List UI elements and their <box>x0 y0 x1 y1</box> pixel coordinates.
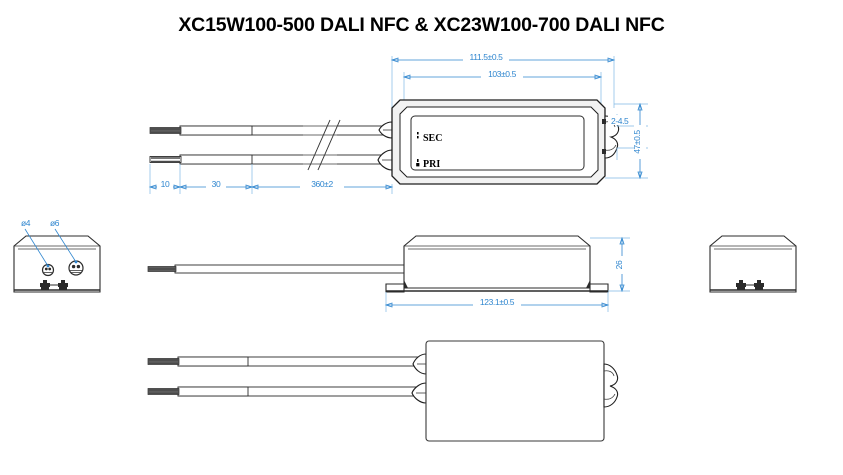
sec-terminal-marker: SEC <box>417 132 442 144</box>
top-view-left-strain-reliefs <box>377 121 393 171</box>
right-end-mounting-feet <box>710 280 796 291</box>
dim-height: 26 <box>590 236 630 293</box>
left-end-view: ø4 ø6 <box>13 218 101 293</box>
side-view-wire <box>147 264 408 274</box>
wire-cross-sections <box>41 260 84 277</box>
dim-label-mounting-hole: 2-4.5 <box>611 116 629 126</box>
pri-label: PRI <box>423 159 440 170</box>
pri-terminal-marker: PRI <box>416 159 440 170</box>
bottom-view-right-strain-reliefs <box>603 363 619 408</box>
side-view: 26 123.1±0.5 <box>147 235 630 312</box>
dim-label-height: 26 <box>614 260 624 269</box>
dim-overall-length: 111.5±0.5 <box>390 51 616 63</box>
top-view-wires <box>149 119 393 171</box>
bottom-view-wires <box>147 356 427 397</box>
bottom-view <box>147 340 619 442</box>
sec-label: SEC <box>423 133 442 144</box>
dim-label-length-with-flange: 123.1±0.5 <box>480 297 515 307</box>
dim-label-wire-jacket: 30 <box>212 179 221 189</box>
dim-small-hole: ø4 <box>21 218 50 268</box>
dim-label-wire-tip: 10 <box>161 179 170 189</box>
dim-length-with-flange: 123.1±0.5 <box>384 292 610 312</box>
page-title: XC15W100-500 DALI NFC & XC23W100-700 DAL… <box>178 14 665 36</box>
dim-mounting-hole: 2-4.5 <box>608 114 640 160</box>
dim-label-large-hole: ø6 <box>50 218 60 228</box>
dim-label-wire-length: 360±2 <box>311 179 333 189</box>
top-view: 111.5±0.5 103±0.5 <box>148 51 648 194</box>
left-end-mounting-feet <box>14 280 100 291</box>
dim-label-body-length: 103±0.5 <box>488 69 517 79</box>
break-symbol <box>303 119 341 171</box>
right-end-view <box>709 235 797 293</box>
dim-body-length: 103±0.5 <box>402 68 603 80</box>
bottom-view-body <box>425 340 605 442</box>
dim-label-small-hole: ø4 <box>21 218 31 228</box>
top-view-dim-extensions <box>391 56 615 108</box>
dim-large-hole: ø6 <box>50 218 78 264</box>
side-view-mounting-flanges <box>385 280 609 293</box>
dim-label-tab-spacing: 47±0.5 <box>632 130 642 154</box>
top-view-wire-dimensions: 10 30 360±2 <box>148 164 394 194</box>
bottom-view-left-strain-reliefs <box>411 353 427 404</box>
top-view-housing: SEC PRI <box>391 99 606 185</box>
dim-label-overall-length: 111.5±0.5 <box>470 52 504 62</box>
dim-tab-spacing: 47±0.5 <box>605 102 648 180</box>
